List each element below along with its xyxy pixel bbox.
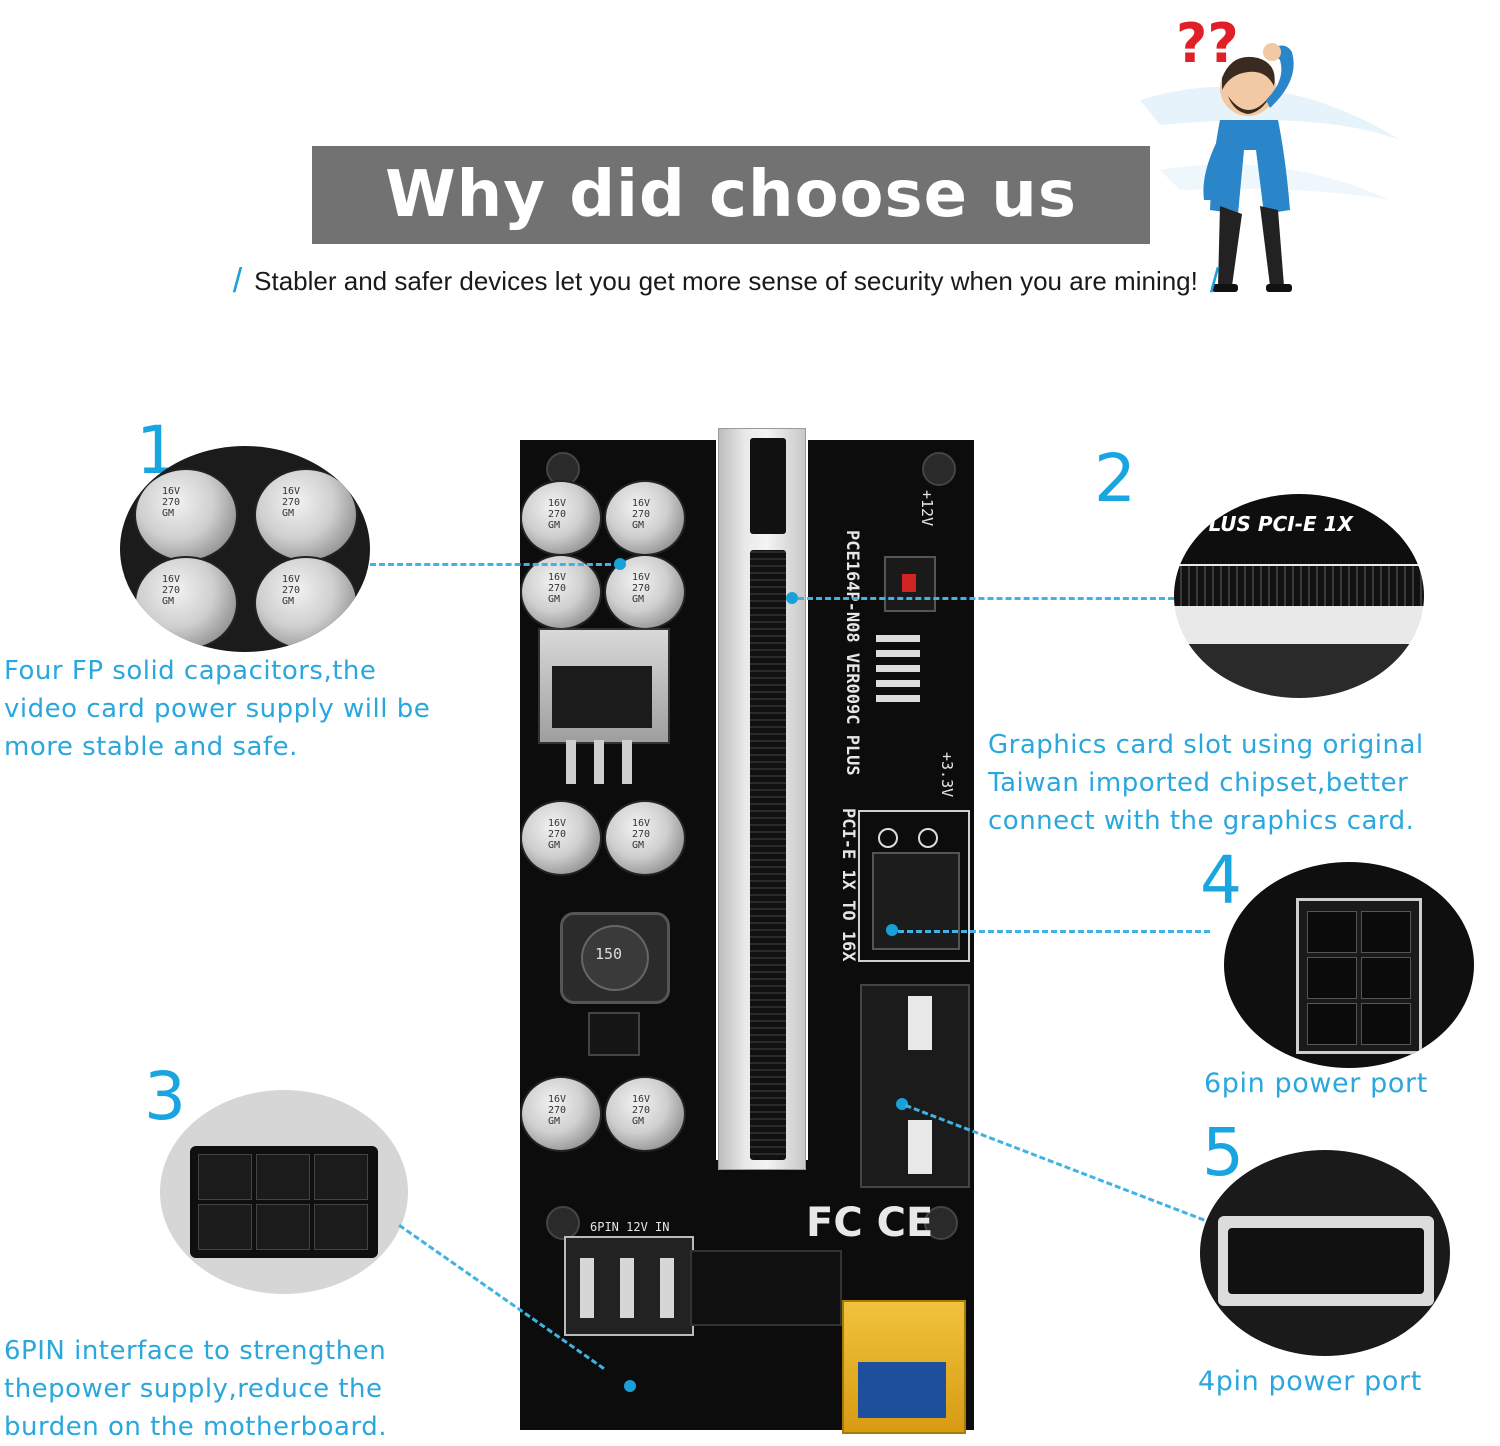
slash-left-decoration: / [232, 262, 243, 300]
mount-hole [922, 452, 956, 486]
voltage-regulator [538, 628, 670, 744]
mount-hole [546, 1206, 580, 1240]
capacitor [520, 554, 602, 630]
caption-line: video card power supply will be [4, 694, 431, 724]
chip [588, 1012, 640, 1056]
slot-base [1174, 644, 1424, 698]
6pin-housing [190, 1146, 378, 1258]
capacitor-closeup [254, 468, 358, 562]
capacitor-closeup [134, 468, 238, 562]
bottom-6pin-connector [564, 1236, 694, 1336]
feature-2-caption: Graphics card slot using original Taiwan… [988, 726, 1424, 840]
slash-right-decoration: / [1209, 262, 1220, 300]
leader-dot-3 [624, 1380, 636, 1392]
feature-1-capacitor-closeup [120, 446, 370, 652]
capacitor [520, 800, 602, 876]
board-4pin-connector [860, 984, 970, 1188]
6pin-port [1296, 898, 1422, 1054]
feature-number-3: 3 [144, 1058, 186, 1135]
caption-line: thepower supply,reduce the [4, 1374, 383, 1404]
board-6pin-connector [858, 810, 970, 962]
subtitle-row: / Stabler and safer devices let you get … [86, 258, 1366, 304]
regulator-pin [566, 740, 576, 784]
feature-number-5: 5 [1202, 1114, 1244, 1191]
capacitor-closeup [254, 556, 358, 650]
feature-number-2: 2 [1094, 440, 1136, 517]
caption-line: more stable and safe. [4, 732, 298, 762]
thinking-man-illustration: ?? [1140, 12, 1400, 292]
cert-logos: FC CE [806, 1200, 934, 1246]
feature-4-label: 6pin power port [1204, 1068, 1428, 1099]
feature-3-caption: 6PIN interface to strengthen thepower su… [4, 1332, 387, 1446]
feature-1-caption: Four FP solid capacitors,the video card … [4, 652, 430, 766]
title-banner: Why did choose us [312, 146, 1150, 244]
leader-line-1 [370, 563, 620, 566]
leader-dot-5 [896, 1098, 908, 1110]
leader-dot-4 [886, 924, 898, 936]
regulator-pin [594, 740, 604, 784]
inductor: 150 [560, 912, 670, 1004]
silk-pin-label: 6PIN 12V IN [590, 1220, 670, 1234]
caption-line: Graphics card slot using original [988, 730, 1424, 760]
leader-dot-1 [614, 558, 626, 570]
slot-pcb [1174, 494, 1424, 564]
capacitor [604, 480, 686, 556]
chipset-u3 [884, 556, 936, 612]
mount-hole [924, 1206, 958, 1240]
caption-line: 6PIN interface to strengthen [4, 1336, 387, 1366]
capacitor [604, 1076, 686, 1152]
feature-4-6pin-closeup [1224, 862, 1474, 1068]
subtitle: Stabler and safer devices let you get mo… [254, 265, 1198, 296]
silk-interface: PCI-E 1X TO 16X [838, 808, 858, 962]
page-title: Why did choose us [385, 158, 1077, 232]
inductor-label: 150 [595, 945, 623, 963]
4pin-port [1218, 1216, 1434, 1306]
capacitor [520, 480, 602, 556]
caption-line: burden on the motherboard. [4, 1412, 387, 1442]
regulator-pin [622, 740, 632, 784]
slot-silk-label: PLUS PCI-E 1X [1194, 512, 1353, 536]
feature-number-4: 4 [1200, 842, 1242, 919]
leader-dot-2 [786, 592, 798, 604]
caption-line: Taiwan imported chipset,better [988, 768, 1409, 798]
feature-2-slot-closeup: PLUS PCI-E 1X [1174, 494, 1424, 698]
silk-12v: +12V [918, 490, 936, 527]
pcie-slot-short [750, 438, 786, 534]
feature-5-label: 4pin power port [1198, 1366, 1422, 1397]
usb-housing [690, 1250, 842, 1326]
capacitor [604, 800, 686, 876]
capacitor-closeup [134, 556, 238, 650]
pcie-slot-long [750, 550, 786, 1160]
leader-line-4 [898, 930, 1210, 933]
usb-port [842, 1300, 966, 1434]
slot-pins [1174, 566, 1424, 606]
capacitor [604, 554, 686, 630]
led-array [876, 632, 920, 708]
silk-model: PCE164P-N08 VER009C PLUS [842, 530, 862, 776]
svg-text:??: ?? [1176, 12, 1239, 75]
capacitor [520, 1076, 602, 1152]
feature-3-6pin-closeup [160, 1090, 408, 1294]
caption-line: Four FP solid capacitors,the [4, 656, 377, 686]
silk-33v: +3.3V [938, 752, 956, 798]
caption-line: connect with the graphics card. [988, 806, 1415, 836]
leader-line-2 [798, 597, 1174, 600]
feature-5-4pin-closeup [1200, 1150, 1450, 1356]
